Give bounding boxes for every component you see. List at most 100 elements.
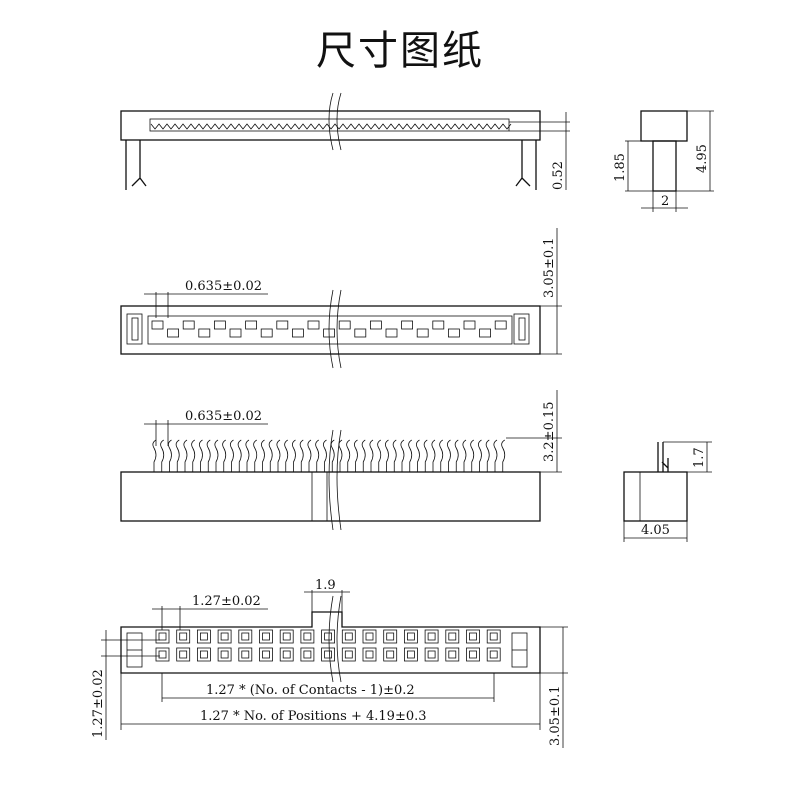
dim-col-pitch: 1.27±0.02: [192, 594, 261, 609]
dim-top-height: 3.05±0.1: [542, 237, 557, 298]
end-view-lead: [652, 140, 677, 192]
bottom-view-contact: [196, 629, 211, 644]
bottom-view-contact: [217, 629, 232, 644]
bottom-view-contact-inner: [386, 632, 395, 641]
top-view-contact: [494, 320, 507, 330]
bottom-view-contact: [155, 647, 170, 662]
dim-2: 2: [661, 194, 669, 209]
bottom-view-contact: [238, 629, 253, 644]
bottom-view-contact: [466, 629, 480, 644]
bottom-view-contact-inner: [427, 650, 436, 659]
top-view-contact: [260, 328, 273, 338]
bottom-view-contact: [279, 647, 294, 662]
top-view-contact: [229, 328, 242, 338]
bottom-view-contact: [196, 647, 211, 662]
bottom-view-contact-inner: [489, 632, 498, 641]
top-view-contact: [416, 328, 429, 338]
bottom-view-contact: [445, 629, 460, 644]
bottom-view-contact-inner: [469, 650, 477, 659]
front-view-pin: [346, 439, 351, 472]
top-view-contact: [354, 328, 367, 338]
top-view-contact: [463, 320, 476, 330]
top-view-contact: [151, 320, 164, 330]
front-view-pin: [454, 439, 459, 472]
dim-4-05: 4.05: [641, 523, 670, 538]
bottom-view-contact-inner: [220, 650, 229, 659]
bottom-view-contact: [403, 629, 418, 644]
front-view-break-mark: [328, 429, 342, 531]
bottom-view-contact: [176, 629, 191, 644]
front-view-pin: [276, 439, 281, 472]
bottom-view-contact: [486, 647, 501, 662]
bottom-view-contact: [238, 647, 253, 662]
front-view-pin: [477, 439, 482, 472]
front-view-pin: [470, 439, 475, 472]
right-view-body: [623, 471, 688, 522]
bottom-view-contact-inner: [241, 650, 250, 659]
front-view-pin: [446, 439, 451, 472]
dim-front-height: 3.2±0.15: [542, 401, 557, 462]
bottom-view: 1.9 1.27±0.02 1.27±0.02 1.27 * (No. of C…: [91, 578, 568, 748]
dim-contacts-formula: 1.27 * (No. of Contacts - 1)±0.2: [206, 683, 415, 698]
bottom-view-contact: [383, 629, 398, 644]
bottom-view-contact-inner: [220, 632, 229, 641]
front-view-pin: [214, 439, 219, 472]
top-view-contact: [213, 320, 226, 330]
bottom-view-contact-inner: [158, 632, 167, 641]
bottom-view-contact: [466, 647, 480, 662]
front-view-pin: [485, 439, 490, 472]
bottom-view-contact: [155, 629, 170, 644]
front-view-pin: [400, 439, 405, 472]
front-view-pin: [408, 439, 413, 472]
front-view-pin: [160, 439, 165, 472]
top-view-body: [120, 305, 541, 355]
end-view-body: [640, 110, 688, 142]
front-view-pin: [415, 439, 420, 472]
side-view-left-leg: [125, 140, 147, 190]
bottom-view-contact: [341, 647, 356, 662]
front-view-pin: [369, 439, 374, 472]
front-view-pin: [284, 439, 289, 472]
bottom-view-contact: [217, 647, 232, 662]
bottom-view-contact: [259, 647, 273, 662]
front-view-pin: [431, 439, 436, 472]
front-view-pin: [307, 439, 312, 472]
top-view-contact: [385, 328, 398, 338]
bottom-view-contact-inner: [427, 632, 436, 641]
front-view-pins: [152, 439, 506, 472]
top-view-contact: [447, 328, 460, 338]
bottom-view-contact: [424, 629, 439, 644]
bottom-view-contact-inner: [282, 632, 291, 641]
bottom-view-contact-inner: [199, 632, 208, 641]
bottom-view-contact: [321, 629, 336, 644]
top-view: 0.635±0.02 3.05±0.1: [120, 228, 562, 369]
front-view-pin: [423, 439, 428, 472]
bottom-view-contact: [445, 647, 460, 662]
front-view-pin: [353, 439, 358, 472]
bottom-view-contact: [362, 629, 377, 644]
bottom-view-contact: [279, 629, 294, 644]
dim-bottom-height: 3.05±0.1: [548, 685, 563, 746]
bottom-view-contact-inner: [365, 632, 374, 641]
front-view-pin: [384, 439, 389, 472]
bottom-view-contact-inner: [282, 650, 291, 659]
front-view-pin: [501, 439, 506, 472]
bottom-view-contact-inner: [344, 650, 353, 659]
bottom-view-contact-inner: [324, 632, 333, 641]
bottom-view-contact: [383, 647, 398, 662]
bottom-view-contact-inner: [406, 650, 415, 659]
bottom-view-contact: [176, 647, 191, 662]
side-view-contacts: [150, 123, 512, 130]
top-view-left-latch: [126, 313, 143, 345]
top-view-contact: [369, 320, 382, 330]
front-view-pin: [253, 439, 258, 472]
bottom-view-contact-inner: [344, 632, 353, 641]
front-view-pin: [191, 439, 196, 472]
bottom-view-contact: [259, 629, 273, 644]
front-view-pin: [167, 439, 172, 472]
bottom-view-contact-inner: [406, 632, 415, 641]
bottom-view-contact-inner: [179, 632, 188, 641]
dim-1-7: 1.7: [692, 447, 707, 468]
front-view-pin: [392, 439, 397, 472]
bottom-view-contact: [362, 647, 377, 662]
